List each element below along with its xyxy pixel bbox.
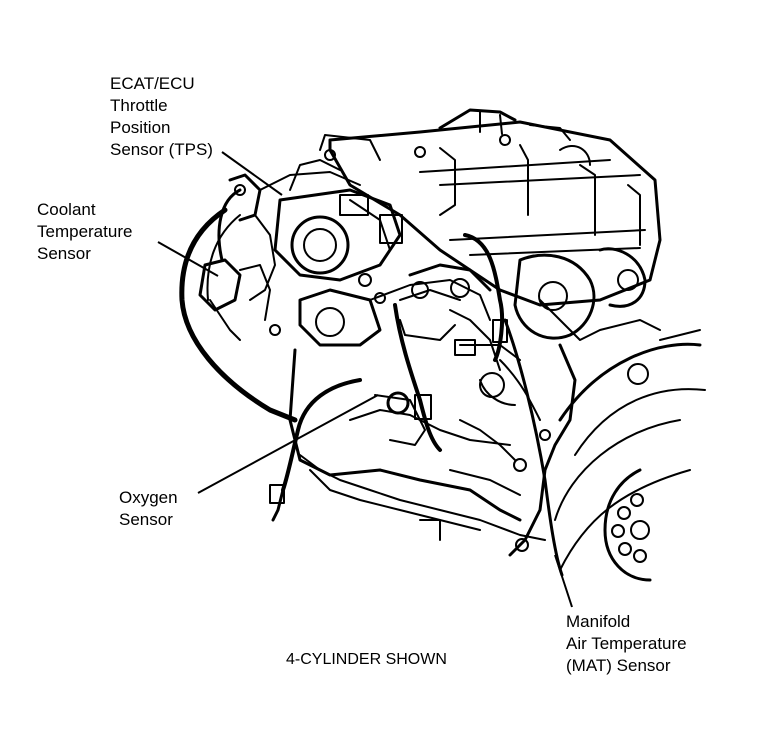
- fasteners: [234, 134, 511, 336]
- oxygen-label-line: Oxygen: [119, 488, 178, 507]
- coolant-label-line: Sensor: [37, 244, 91, 263]
- oxygen-sensor-label: Oxygen Sensor: [119, 487, 178, 531]
- engine-block: [288, 299, 661, 557]
- leader-oxygen: [197, 394, 379, 494]
- leader-coolant: [157, 241, 219, 277]
- mat-label-line: Air Temperature: [566, 634, 687, 653]
- thermostat-housing: [198, 258, 271, 341]
- throttle-body: [228, 159, 403, 301]
- valve-cover: [319, 108, 662, 307]
- oxygen-sensor-wire: [269, 378, 426, 522]
- tps-label-line: Position: [110, 118, 171, 137]
- mat-label-line: Manifold: [566, 612, 631, 631]
- tps-label-line: Sensor (TPS): [110, 140, 213, 159]
- intake-manifold: [298, 263, 521, 371]
- coolant-label-line: Temperature: [37, 222, 133, 241]
- coolant-sensor-label: Coolant Temperature Sensor: [37, 199, 132, 265]
- coolant-label-line: Coolant: [37, 200, 96, 219]
- wire-harness: [217, 188, 564, 577]
- flywheel: [603, 468, 652, 582]
- leader-tps: [221, 151, 283, 196]
- mat-label-line: (MAT) Sensor: [566, 656, 671, 675]
- tps-label-line: Throttle: [110, 96, 168, 115]
- mat-sensor-label: Manifold Air Temperature (MAT) Sensor: [566, 611, 687, 677]
- diagram-caption: 4-CYLINDER SHOWN: [286, 651, 447, 668]
- tps-label-line: ECAT/ECU: [110, 74, 195, 93]
- tps-label: ECAT/ECU Throttle Position Sensor (TPS): [110, 73, 213, 161]
- leader-mat: [554, 554, 573, 608]
- drive-belt: [179, 207, 298, 423]
- exhaust-manifold: [479, 247, 647, 421]
- oxygen-label-line: Sensor: [119, 510, 173, 529]
- flywheel-housing: [554, 329, 706, 571]
